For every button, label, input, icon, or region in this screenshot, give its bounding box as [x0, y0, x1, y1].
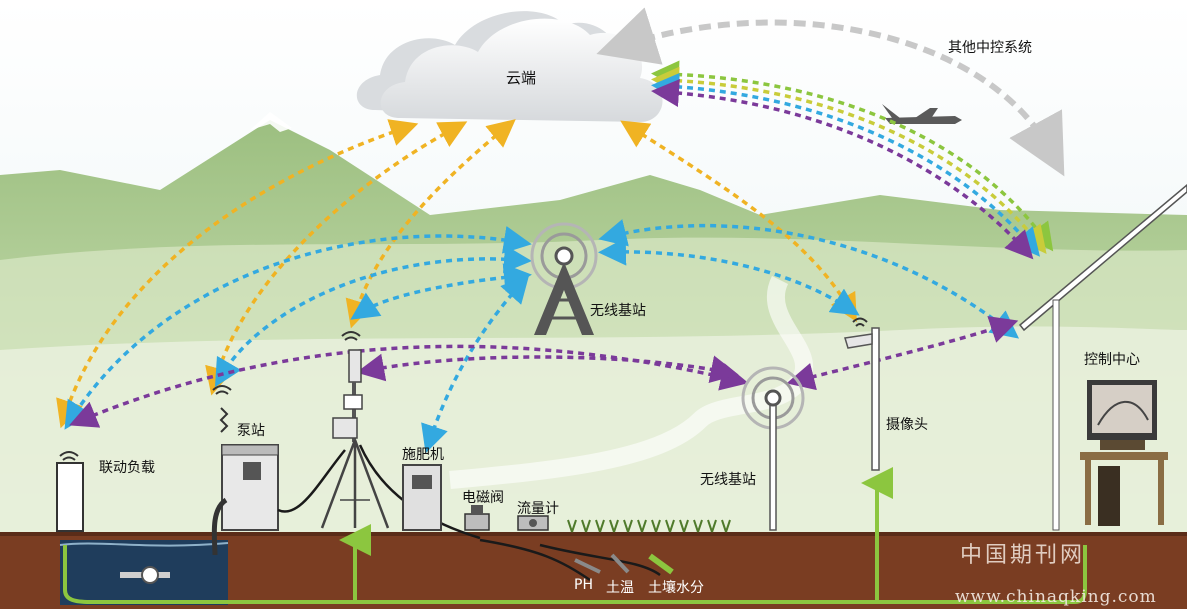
pump-station-label: 泵站 [237, 423, 265, 439]
cloud-icon [356, 11, 663, 122]
linkage-load-device [56, 451, 84, 532]
flow-meter [517, 515, 549, 531]
solenoid-valve [464, 505, 490, 531]
water-tank [59, 540, 229, 605]
fertilizer-machine [402, 464, 442, 531]
cloud-label: 云端 [506, 69, 537, 87]
soil-moisture-label: 土壤水分 [648, 580, 704, 596]
mesh-links [69, 316, 1019, 428]
soil-temp-label: 土温 [606, 580, 634, 596]
pump-station [211, 385, 279, 556]
base-station-tower [530, 222, 598, 335]
weather-station [320, 331, 390, 529]
camera-label: 摄像头 [886, 417, 928, 433]
flow-meter-label: 流量计 [517, 501, 559, 517]
base-station-pole [741, 366, 805, 531]
watermark-url: www.chinaqking.com [955, 587, 1157, 607]
control-center-house [1018, 184, 1187, 531]
base-station-right-label: 无线基站 [700, 472, 756, 488]
fertilizer-machine-label: 施肥机 [402, 447, 444, 463]
linkage-load-label: 联动负载 [99, 460, 155, 476]
soil-sensors [574, 553, 674, 575]
watermark-cn: 中国期刊网 [960, 543, 1086, 568]
ph-label: PH [574, 577, 593, 593]
base-station-top-label: 无线基站 [590, 303, 646, 319]
other-systems-label: 其他中控系统 [948, 40, 1032, 56]
control-center-label: 控制中心 [1084, 352, 1140, 368]
crops [567, 519, 731, 533]
cloud-control-links [651, 60, 1054, 260]
solenoid-valve-label: 电磁阀 [462, 490, 504, 506]
other-systems-link [596, 7, 1065, 177]
irrigation-pipe [63, 467, 1087, 604]
